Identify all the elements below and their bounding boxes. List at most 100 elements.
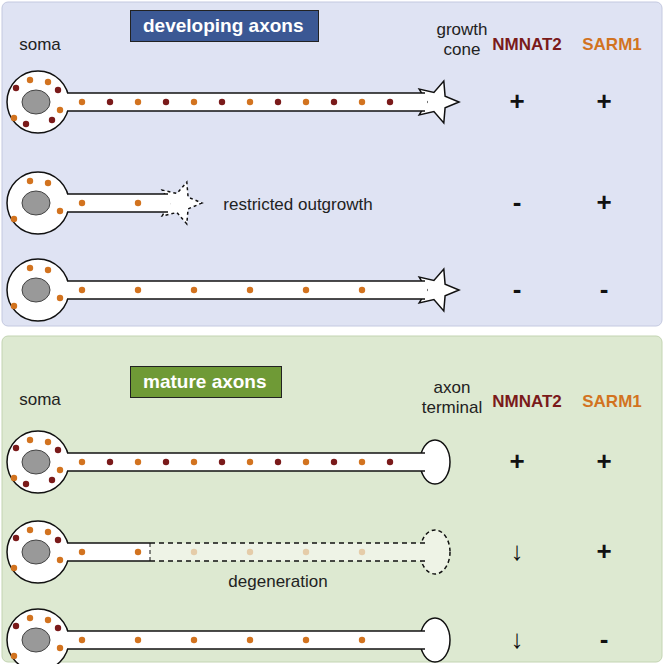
nucleus (22, 191, 50, 215)
status-sign: - (600, 275, 609, 305)
protein-dot (27, 527, 33, 533)
protein-dot (135, 637, 141, 643)
protein-dot (331, 459, 337, 465)
protein-dot (163, 99, 169, 105)
panel-heading: mature axons (143, 371, 269, 393)
protein-dot (359, 637, 365, 643)
axon-shaft (64, 631, 427, 649)
protein-dot (247, 549, 253, 555)
protein-dot (79, 637, 85, 643)
axon-shaft (64, 453, 427, 471)
protein-dot (27, 178, 33, 184)
soma-body (7, 71, 69, 133)
protein-dot (45, 180, 51, 186)
protein-dot (23, 121, 29, 127)
protein-dot (11, 216, 17, 222)
protein-dot (219, 459, 225, 465)
protein-dot (135, 459, 141, 465)
soma-body (7, 172, 69, 234)
status-sign: + (509, 87, 524, 117)
protein-dot (11, 565, 17, 571)
protein-dot (135, 99, 141, 105)
protein-dot (79, 200, 85, 206)
phenotype-label: restricted outgrowth (223, 195, 372, 215)
protein-header: SARM1 (582, 35, 642, 55)
protein-dot (11, 475, 17, 481)
status-sign: - (513, 188, 522, 218)
protein-dot (163, 459, 169, 465)
protein-dot (55, 87, 61, 93)
neuron (7, 172, 202, 234)
neuron (7, 431, 450, 493)
protein-dot (57, 467, 63, 473)
protein-dot (49, 477, 55, 483)
protein-dot (135, 549, 141, 555)
protein-dot (55, 625, 61, 631)
neuron (7, 259, 459, 321)
protein-dot (303, 637, 309, 643)
soma-label: soma (19, 35, 61, 55)
protein-dot (275, 99, 281, 105)
panel-band (2, 2, 662, 326)
protein-dot (191, 549, 197, 555)
protein-header: SARM1 (582, 392, 642, 412)
protein-dot (57, 107, 63, 113)
status-sign: + (596, 87, 611, 117)
status-sign: ↓ (511, 625, 524, 655)
phenotype-label: degeneration (228, 572, 327, 592)
protein-dot (191, 99, 197, 105)
neuron (7, 71, 459, 133)
axon-terminal-label: axon terminal (421, 378, 483, 417)
protein-dot (359, 549, 365, 555)
protein-dot (13, 445, 19, 451)
protein-dot (247, 287, 253, 293)
panel-heading-box: developing axons (130, 10, 319, 42)
protein-dot (303, 549, 309, 555)
axon-shaft (64, 543, 427, 561)
nucleus (22, 90, 50, 114)
protein-dot (135, 200, 141, 206)
protein-dot (359, 459, 365, 465)
protein-dot (247, 99, 253, 105)
protein-dot (303, 287, 309, 293)
protein-dot (55, 537, 61, 543)
nucleus (22, 540, 50, 564)
protein-dot (247, 637, 253, 643)
protein-dot (387, 459, 393, 465)
status-sign: + (596, 447, 611, 477)
protein-dot (23, 481, 29, 487)
protein-dot (135, 287, 141, 293)
status-sign: ↓ (511, 537, 524, 567)
protein-dot (27, 615, 33, 621)
protein-dot (303, 459, 309, 465)
growth-cone-label: growth cone (431, 20, 493, 59)
protein-dot (49, 117, 55, 123)
protein-dot (107, 99, 113, 105)
protein-dot (191, 287, 197, 293)
protein-dot (79, 549, 85, 555)
soma-body (7, 521, 69, 583)
soma-body (7, 609, 69, 664)
protein-dot (57, 295, 63, 301)
status-sign: - (513, 275, 522, 305)
protein-dot (11, 303, 17, 309)
protein-dot (45, 267, 51, 273)
protein-dot (27, 265, 33, 271)
protein-dot (303, 99, 309, 105)
protein-dot (275, 459, 281, 465)
status-sign: + (596, 188, 611, 218)
protein-header: NMNAT2 (492, 35, 562, 55)
panel-heading: developing axons (143, 15, 306, 37)
protein-dot (79, 287, 85, 293)
soma-body (7, 259, 69, 321)
soma-label: soma (19, 390, 61, 410)
protein-dot (191, 637, 197, 643)
axon-shaft (64, 281, 427, 299)
nucleus (22, 278, 50, 302)
neuron (7, 609, 450, 664)
protein-dot (387, 99, 393, 105)
protein-dot (57, 208, 63, 214)
soma-body (7, 431, 69, 493)
status-sign: - (600, 625, 609, 655)
protein-dot (331, 99, 337, 105)
